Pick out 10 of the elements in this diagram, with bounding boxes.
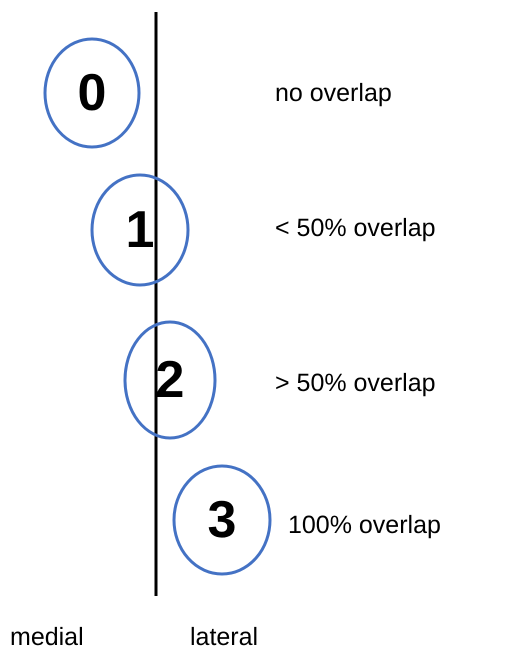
overlap-caption: > 50% overlap <box>275 368 436 398</box>
side-label: medial <box>10 622 84 652</box>
grade-number: 2 <box>156 354 184 406</box>
overlap-caption: 100% overlap <box>288 510 441 540</box>
grade-number: 0 <box>78 67 106 119</box>
side-label: lateral <box>190 622 258 652</box>
overlap-caption: no overlap <box>275 78 392 108</box>
grade-number: 1 <box>126 204 154 256</box>
overlap-caption: < 50% overlap <box>275 213 436 243</box>
grade-number: 3 <box>208 494 236 546</box>
